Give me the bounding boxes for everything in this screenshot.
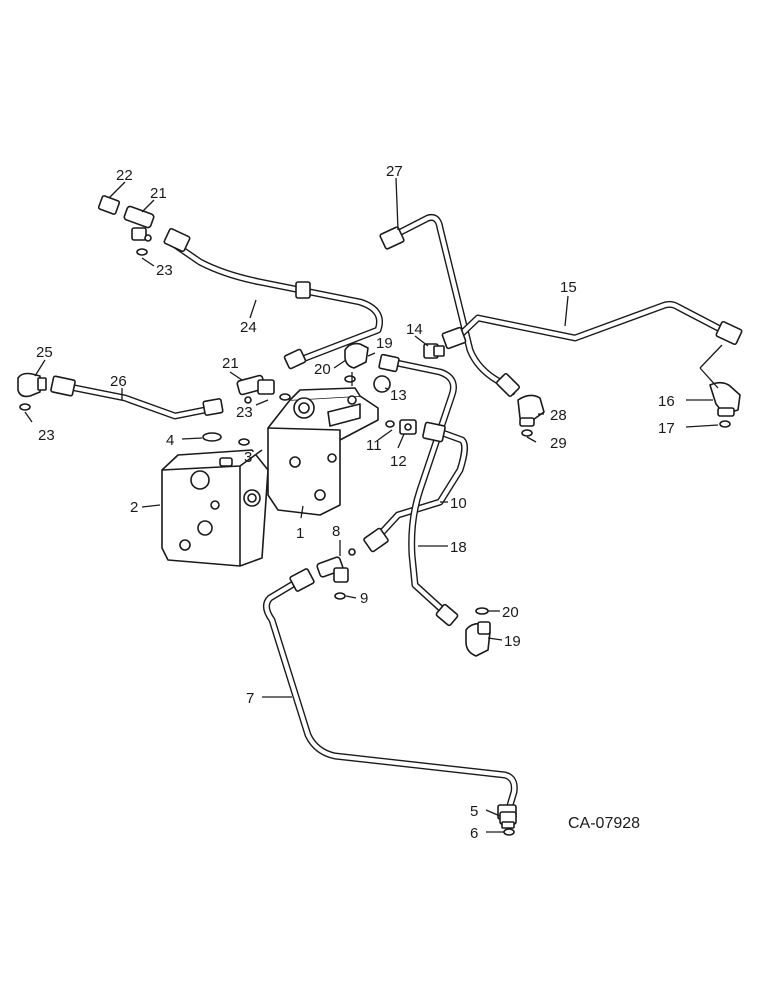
fitting-12 [399,419,417,435]
callout-28: 28 [550,407,567,424]
callout-22: 22 [116,167,133,184]
tee-fitting-8 [316,548,356,583]
callout-21-top: 21 [150,185,167,202]
callout-8: 8 [332,523,340,540]
drawing-code: CA-07928 [568,815,640,832]
callout-18: 18 [450,539,467,556]
callout-12: 12 [390,453,407,470]
leader-lines [24,177,723,833]
elbow-16 [709,381,741,417]
callout-21-mid: 21 [222,355,239,372]
callout-25: 25 [36,344,53,361]
callout-26: 26 [110,373,127,390]
callout-10: 10 [450,495,467,512]
callout-23-mid: 23 [236,404,253,421]
callout-6: 6 [470,825,478,842]
callout-16: 16 [658,393,675,410]
callout-7: 7 [246,690,254,707]
elbow-25 [17,372,47,398]
callout-23-top: 23 [156,262,173,279]
callout-1: 1 [296,525,304,542]
tube-7 [263,576,518,816]
tee-fitting-21-top [123,205,155,242]
callout-29: 29 [550,435,567,452]
tube-18 [388,358,457,619]
callout-24: 24 [240,319,257,336]
callout-2: 2 [130,499,138,516]
callout-20-top: 20 [314,361,331,378]
callout-13: 13 [390,387,407,404]
callout-27: 27 [386,163,403,180]
valve-body-2 [161,449,269,567]
callout-19-bottom: 19 [504,633,521,650]
callout-15: 15 [560,279,577,296]
fitting-5 [499,811,517,829]
callout-20-bottom: 20 [502,604,519,621]
callout-19-top: 19 [376,335,393,352]
callout-labels: 22 21 23 24 27 15 16 17 25 23 26 21 23 4… [36,163,675,842]
elbow-19-top [344,342,369,369]
callout-14: 14 [406,321,423,338]
tube-27 [381,214,516,396]
callout-11: 11 [366,437,382,454]
callout-3: 3 [244,449,252,466]
elbow-28 [517,394,545,427]
tube-26 [56,381,209,420]
nut-22 [97,195,121,215]
tee-fitting-21-mid [236,374,275,404]
callout-4: 4 [166,432,174,449]
tube-10 [371,428,469,544]
elbow-19-bottom [465,621,491,657]
callout-9: 9 [360,590,368,607]
tube-15 [451,300,726,344]
valve-body-1 [267,387,379,516]
fitting-14 [423,343,445,359]
callout-5: 5 [470,803,478,820]
callout-17: 17 [658,420,675,437]
fitting-13 [373,375,391,393]
tube-nuts [50,226,743,820]
tube-24 [164,236,383,364]
callout-23-left: 23 [38,427,55,444]
